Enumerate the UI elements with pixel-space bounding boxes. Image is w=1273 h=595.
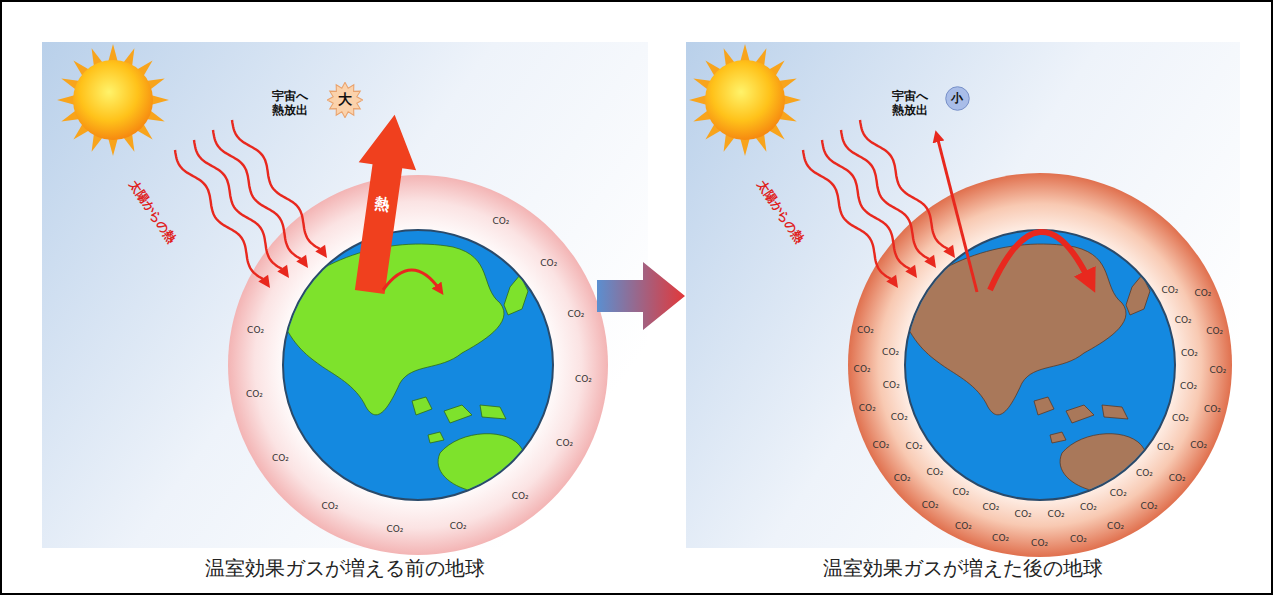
caption: 温室効果ガスが増える前の地球 bbox=[205, 557, 485, 580]
co2-label: CO₂ bbox=[247, 325, 264, 335]
co2-label: CO₂ bbox=[891, 412, 908, 422]
co2-label: CO₂ bbox=[1180, 381, 1197, 391]
illustration-label: 宇宙へ 熱放出 bbox=[892, 90, 932, 118]
co2-label: CO₂ bbox=[1181, 348, 1198, 358]
heat-wave-head bbox=[924, 255, 936, 268]
co2-label: CO₂ bbox=[1048, 509, 1065, 519]
large-badge: 大 bbox=[327, 82, 363, 118]
badge-text: 小 bbox=[951, 90, 963, 107]
badge-text: 大 bbox=[338, 91, 352, 109]
co2-label: CO₂ bbox=[575, 374, 592, 384]
co2-label: CO₂ bbox=[982, 502, 999, 512]
co2-label: CO₂ bbox=[906, 441, 923, 451]
starburst bbox=[327, 82, 362, 117]
co2-label: CO₂ bbox=[922, 500, 939, 510]
sun-ray bbox=[689, 95, 707, 105]
co2-label: CO₂ bbox=[955, 521, 972, 531]
sun-ray bbox=[108, 138, 118, 156]
co2-label: CO₂ bbox=[1110, 488, 1127, 498]
co2-label: CO₂ bbox=[894, 473, 911, 483]
co2-label: CO₂ bbox=[927, 467, 944, 477]
co2-label: CO₂ bbox=[386, 524, 403, 534]
sun-ray bbox=[57, 95, 75, 105]
co2-label: CO₂ bbox=[953, 487, 970, 497]
heat-wave-head bbox=[315, 245, 327, 258]
heat-wave-head bbox=[296, 255, 308, 268]
co2-label: CO₂ bbox=[1107, 521, 1124, 531]
small-badge: 小 bbox=[945, 86, 970, 111]
co2-label: CO₂ bbox=[1070, 534, 1087, 544]
co2-label: CO₂ bbox=[1172, 413, 1189, 423]
co2-label: CO₂ bbox=[883, 380, 900, 390]
co2-label: CO₂ bbox=[1080, 502, 1097, 512]
badge-circle bbox=[945, 86, 969, 110]
heat-wave-head bbox=[886, 275, 898, 288]
heat-wave-head bbox=[905, 265, 917, 278]
sun-ray bbox=[108, 44, 118, 62]
co2-label: CO₂ bbox=[854, 364, 871, 374]
co2-label: CO₂ bbox=[1157, 442, 1174, 452]
co2-label: CO₂ bbox=[246, 389, 263, 399]
heat-wave-head bbox=[258, 275, 270, 288]
co2-label: CO₂ bbox=[872, 440, 889, 450]
co2-label: CO₂ bbox=[272, 453, 289, 463]
co2-label: CO₂ bbox=[857, 325, 874, 335]
co2-label: CO₂ bbox=[540, 258, 557, 268]
co2-label: CO₂ bbox=[859, 403, 876, 413]
co2-label: CO₂ bbox=[1209, 365, 1226, 375]
co2-label: CO₂ bbox=[1206, 326, 1223, 336]
co2-label: CO₂ bbox=[1169, 473, 1186, 483]
caption: 温室効果ガスが増えた後の地球 bbox=[823, 557, 1103, 580]
co2-label: CO₂ bbox=[512, 491, 529, 501]
sun-ray bbox=[740, 138, 750, 156]
heat-wave-head bbox=[943, 245, 955, 258]
co2-label: CO₂ bbox=[450, 521, 467, 531]
co2-label: CO₂ bbox=[556, 438, 573, 448]
co2-label: CO₂ bbox=[1141, 501, 1158, 511]
sun-ray bbox=[151, 95, 169, 105]
co2-label: CO₂ bbox=[1204, 404, 1221, 414]
co2-label: CO₂ bbox=[1136, 468, 1153, 478]
co2-label: CO₂ bbox=[322, 501, 339, 511]
heat-wave bbox=[232, 120, 320, 249]
co2-label: CO₂ bbox=[1031, 538, 1048, 548]
illustration-label: 宇宙へ 熱放出 bbox=[272, 90, 312, 118]
co2-label: CO₂ bbox=[992, 533, 1009, 543]
co2-label: CO₂ bbox=[882, 347, 899, 357]
sun-ray bbox=[783, 95, 801, 105]
co2-label: CO₂ bbox=[1190, 440, 1207, 450]
heat-wave-head bbox=[277, 265, 289, 278]
co2-label: CO₂ bbox=[1175, 315, 1192, 325]
co2-label: CO₂ bbox=[1015, 509, 1032, 519]
illustration-label: 熱 bbox=[373, 195, 390, 214]
co2-label: CO₂ bbox=[493, 216, 510, 226]
heat-wave bbox=[860, 120, 948, 249]
co2-label: CO₂ bbox=[1195, 288, 1212, 298]
sun-ray bbox=[740, 44, 750, 62]
co2-label: CO₂ bbox=[567, 309, 584, 319]
co2-label: CO₂ bbox=[1161, 285, 1178, 295]
